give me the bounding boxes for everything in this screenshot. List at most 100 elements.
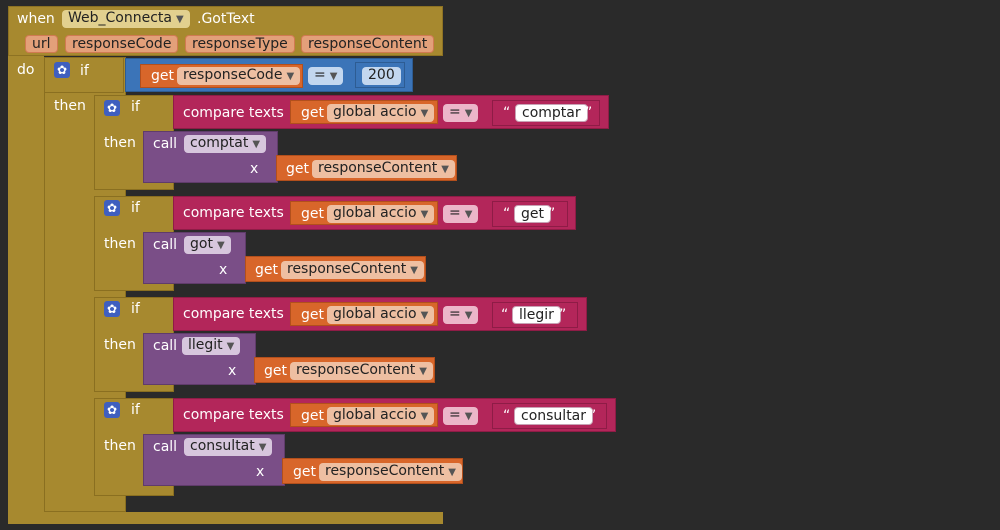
procedure-name: consultat: [190, 438, 255, 454]
operator-dropdown[interactable]: =▼: [308, 67, 344, 85]
var-dropdown[interactable]: global accio▼: [327, 104, 435, 122]
text-value[interactable]: comptar: [515, 104, 588, 122]
gear-icon[interactable]: ✿: [54, 62, 70, 78]
quote-open: “: [503, 206, 511, 222]
chevron-down-icon: ▼: [464, 310, 473, 321]
outer-if-label: if: [80, 63, 89, 79]
chevron-down-icon: ▼: [258, 442, 267, 453]
inner-then-label: then: [104, 236, 136, 252]
procedure-name: llegit: [188, 337, 223, 353]
outer-then-label: then: [54, 98, 86, 114]
operator: =: [449, 306, 461, 322]
var-name: responseContent: [296, 362, 416, 378]
inner-if-label: if: [131, 200, 140, 216]
operator-dropdown[interactable]: =▼: [443, 306, 479, 324]
arg-label: x: [219, 262, 228, 278]
gear-icon[interactable]: ✿: [104, 301, 120, 317]
gear-icon[interactable]: ✿: [104, 402, 120, 418]
text-value[interactable]: llegir: [512, 306, 561, 324]
var-name: global accio: [333, 306, 417, 322]
inner-if-label: if: [131, 99, 140, 115]
chevron-down-icon: ▼: [420, 108, 429, 119]
compare-texts-label: compare texts: [183, 205, 284, 221]
chevron-down-icon: ▼: [329, 71, 338, 82]
var-dropdown[interactable]: global accio▼: [327, 407, 435, 425]
chevron-down-icon: ▼: [419, 366, 427, 377]
get-label: get: [301, 408, 324, 424]
do-label: do: [17, 62, 35, 78]
operator-dropdown[interactable]: =▼: [443, 407, 479, 425]
var-dropdown[interactable]: responseContent▼: [290, 362, 433, 380]
chevron-down-icon: ▼: [464, 209, 473, 220]
chevron-down-icon: ▼: [441, 164, 449, 175]
get-label: get: [301, 206, 324, 222]
quote-close: ”: [589, 408, 597, 424]
event-name: .GotText: [197, 11, 255, 27]
operator: =: [449, 205, 461, 221]
gear-icon[interactable]: ✿: [104, 100, 120, 116]
get-label: get: [255, 262, 278, 278]
get-label: get: [293, 464, 316, 480]
quote-open: “: [503, 105, 511, 121]
call-label: call: [153, 237, 178, 253]
arg-label: x: [250, 161, 259, 177]
quote-close: ”: [559, 307, 567, 323]
var-dropdown[interactable]: global accio▼: [327, 205, 435, 223]
operator: =: [314, 67, 326, 83]
var-dropdown[interactable]: responseContent▼: [281, 261, 424, 279]
procedure-name: got: [190, 236, 213, 252]
var-name: global accio: [333, 205, 417, 221]
procedure-name: comptat: [190, 135, 249, 151]
procedure-dropdown[interactable]: comptat▼: [184, 135, 267, 153]
quote-open: “: [501, 307, 509, 323]
param-responseCode[interactable]: responseCode: [65, 35, 179, 53]
when-label: when: [17, 11, 55, 27]
var-dropdown[interactable]: responseCode▼: [177, 67, 301, 85]
inner-if-label: if: [131, 402, 140, 418]
quote-close: ”: [548, 206, 556, 222]
call-label: call: [153, 439, 178, 455]
chevron-down-icon: ▼: [448, 467, 456, 478]
chevron-down-icon: ▼: [176, 14, 184, 25]
event-block-left-arm: [8, 56, 44, 514]
operator: =: [449, 104, 461, 120]
param-responseContent[interactable]: responseContent: [301, 35, 435, 53]
get-label: get: [264, 363, 287, 379]
var-name: global accio: [333, 104, 417, 120]
chevron-down-icon: ▼: [410, 265, 418, 276]
var-dropdown[interactable]: responseContent▼: [319, 463, 462, 481]
arg-label: x: [228, 363, 237, 379]
inner-if-label: if: [131, 301, 140, 317]
var-name: responseContent: [318, 160, 438, 176]
operator-dropdown[interactable]: =▼: [443, 205, 479, 223]
text-value[interactable]: get: [514, 205, 551, 223]
chevron-down-icon: ▼: [286, 71, 295, 82]
number-value[interactable]: 200: [362, 67, 401, 85]
get-label: get: [151, 68, 174, 84]
var-name: responseCode: [183, 67, 283, 83]
chevron-down-icon: ▼: [252, 139, 261, 150]
var-dropdown[interactable]: responseContent▼: [312, 160, 455, 178]
event-block-bottom: [8, 512, 443, 524]
var-dropdown[interactable]: global accio▼: [327, 306, 435, 324]
param-responseType[interactable]: responseType: [185, 35, 295, 53]
procedure-dropdown[interactable]: llegit▼: [182, 337, 241, 355]
component-dropdown[interactable]: Web_Connecta▼: [62, 10, 190, 28]
quote-open: “: [503, 408, 511, 424]
call-label: call: [153, 338, 178, 354]
compare-texts-label: compare texts: [183, 105, 284, 121]
arg-label: x: [256, 464, 265, 480]
chevron-down-icon: ▼: [464, 108, 473, 119]
gear-icon[interactable]: ✿: [104, 200, 120, 216]
operator-dropdown[interactable]: =▼: [443, 104, 479, 122]
procedure-dropdown[interactable]: consultat▼: [184, 438, 273, 456]
chevron-down-icon: ▼: [420, 310, 429, 321]
get-label: get: [301, 105, 324, 121]
param-url[interactable]: url: [25, 35, 58, 53]
text-value[interactable]: consultar: [514, 407, 594, 425]
inner-then-label: then: [104, 135, 136, 151]
procedure-dropdown[interactable]: got▼: [184, 236, 231, 254]
get-label: get: [286, 161, 309, 177]
chevron-down-icon: ▼: [420, 209, 429, 220]
inner-then-label: then: [104, 337, 136, 353]
